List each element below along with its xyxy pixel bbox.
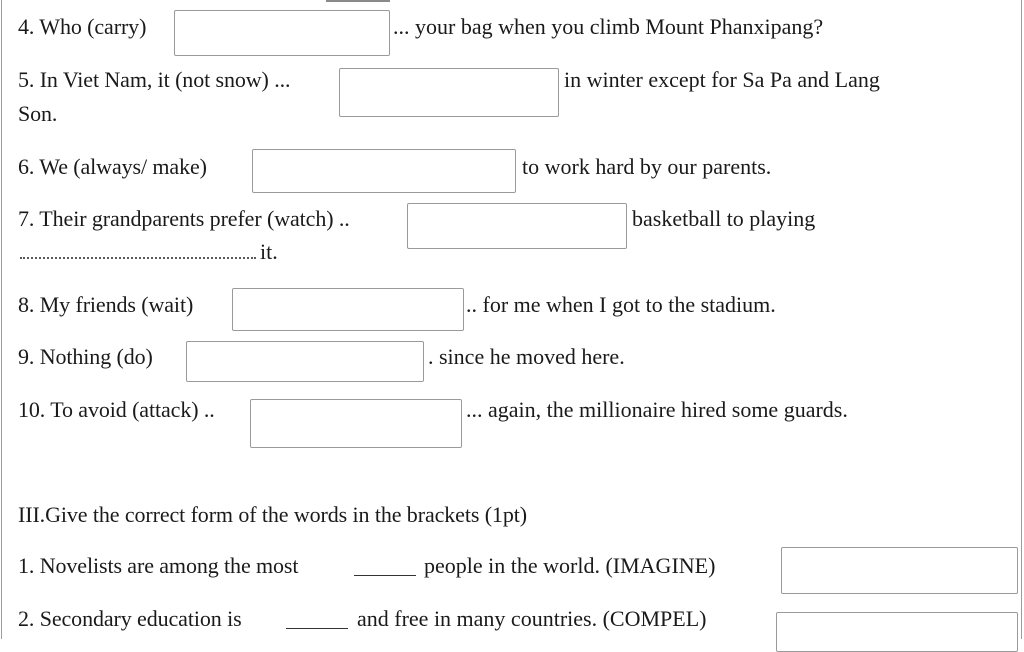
q10-suffix: ... again, the millionaire hired some gu… [466,397,848,422]
q7-continuation: it. [260,239,278,264]
q10-prefix: 10. To avoid (attack) .. [18,397,215,422]
q6-suffix: to work hard by our parents. [522,154,772,179]
s3-item1-suffix: people in the world. (IMAGINE) [424,553,716,578]
q8-prefix: 8. My friends (wait) [18,292,194,317]
q7-continuation-dots [20,257,256,259]
q9-suffix: . since he moved here. [428,344,625,369]
s3-item1-prefix: 1. Novelists are among the most [18,553,299,578]
section3-heading: III.Give the correct form of the words i… [18,502,527,527]
q7-prefix: 7. Their grandparents prefer (watch) .. [18,206,350,231]
q6-prefix: 6. We (always/ make) [18,154,207,179]
s3-item1-answer-box[interactable] [781,547,1018,594]
s3-item2-blank-line [286,628,348,629]
q6-answer-box[interactable] [252,149,516,193]
q5-suffix: in winter except for Sa Pa and Lang [564,67,880,92]
q7-answer-box[interactable] [407,203,627,249]
q5-prefix: 5. In Viet Nam, it (not snow) ... [18,67,291,92]
q4-suffix: ... your bag when you climb Mount Phanxi… [393,14,824,39]
q9-prefix: 9. Nothing (do) [18,344,153,369]
q7-suffix: basketball to playing [632,206,816,231]
page-frame [1,0,1022,639]
q5-continuation: Son. [18,101,58,126]
divider [326,0,390,2]
s3-item2-suffix: and free in many countries. (COMPEL) [357,606,707,631]
q8-answer-box[interactable] [232,288,464,331]
q4-answer-box[interactable] [174,10,390,56]
q10-answer-box[interactable] [250,399,462,448]
s3-item2-answer-box[interactable] [776,612,1018,652]
q9-answer-box[interactable] [186,341,424,382]
q5-answer-box[interactable] [339,68,559,117]
s3-item2-prefix: 2. Secondary education is [18,606,242,631]
s3-item1-blank-line [354,575,416,576]
q8-suffix: .. for me when I got to the stadium. [466,292,776,317]
q4-prefix: 4. Who (carry) [18,14,147,39]
